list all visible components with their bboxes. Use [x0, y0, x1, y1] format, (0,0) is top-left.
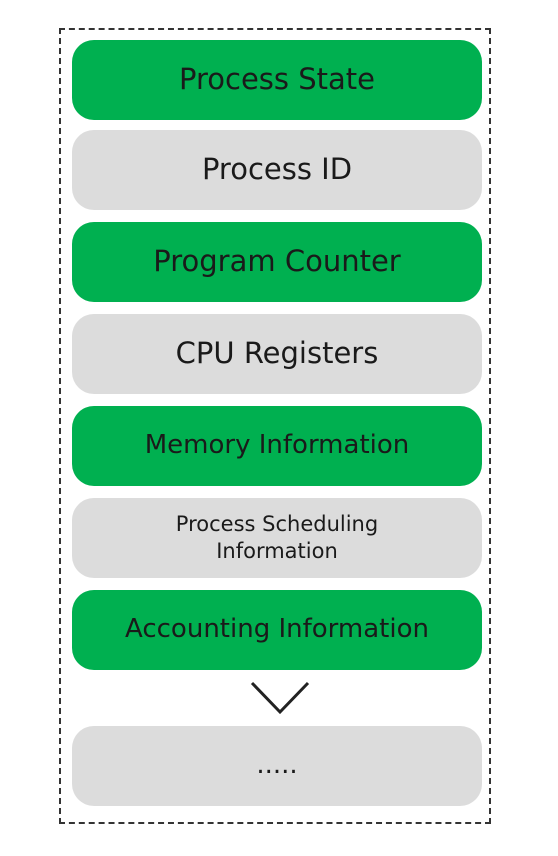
block-memory-information: Memory Information — [72, 406, 482, 486]
pcb-container — [59, 28, 491, 824]
block-ellipsis: ..... — [72, 726, 482, 806]
block-program-counter: Program Counter — [72, 222, 482, 302]
chevron-down-icon — [250, 681, 310, 715]
block-process-scheduling-information: Process Scheduling Information — [72, 498, 482, 578]
block-cpu-registers: CPU Registers — [72, 314, 482, 394]
block-accounting-information: Accounting Information — [72, 590, 482, 670]
block-process-state: Process State — [72, 40, 482, 120]
block-process-id: Process ID — [72, 130, 482, 210]
